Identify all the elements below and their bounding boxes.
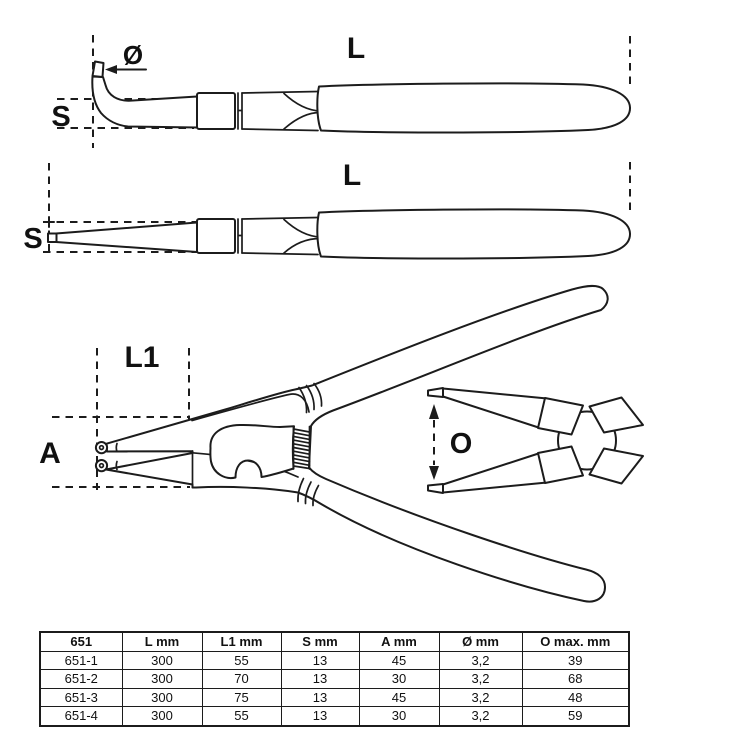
- header-opening: O max. mm: [521, 631, 630, 652]
- upper-tip-nib: [427, 387, 444, 398]
- lower-left-block: [537, 445, 584, 484]
- cell-jaw-length: 55: [201, 650, 282, 670]
- cell-diameter: 3,2: [438, 687, 523, 707]
- cell-length: 300: [121, 669, 203, 689]
- tip-insert-lines: [115, 442, 118, 471]
- cell-opening: 48: [521, 687, 630, 707]
- label-tip-width: S: [23, 223, 42, 255]
- cell-length: 300: [121, 706, 203, 726]
- lower-right-wing: [588, 447, 644, 485]
- crossing-arm-curves: [283, 92, 341, 130]
- label-tip-width: S: [51, 101, 70, 133]
- crossing-arm-curves: [283, 218, 341, 255]
- spec-table: 651 L mm L1 mm S mm A mm Ø mm O max. mm …: [39, 631, 630, 727]
- bent-tip-stub: [91, 60, 105, 78]
- joint-divider: [237, 92, 243, 130]
- header-diameter: Ø mm: [438, 631, 523, 652]
- opening-arrowhead-down: [429, 466, 439, 480]
- cell-tip-width: 13: [280, 669, 360, 689]
- pliers-technical-drawing: Ø L S L S: [23, 32, 644, 603]
- cell-length: 300: [121, 687, 203, 707]
- joint-divider: [237, 218, 243, 254]
- table-row: 651-3 300 75 13 45 3,2 48: [39, 687, 630, 707]
- label-jaw-length: L1: [124, 341, 159, 374]
- cell-tip-spread: 45: [358, 650, 440, 670]
- header-length: L mm: [121, 631, 203, 652]
- cell-opening: 68: [521, 669, 630, 689]
- header-tip-width: S mm: [280, 631, 360, 652]
- lower-tip-nib: [427, 483, 444, 494]
- handle: [316, 208, 632, 260]
- diameter-arrowhead: [105, 65, 117, 74]
- lower-jaw-tip: [94, 459, 109, 473]
- cell-tip-spread: 45: [358, 687, 440, 707]
- label-diameter: Ø: [123, 40, 143, 70]
- label-opening: O: [450, 428, 473, 460]
- label-tip-spread: A: [39, 437, 61, 470]
- label-length: L: [347, 32, 365, 65]
- open-pliers-view: L1 A: [39, 284, 609, 603]
- arm-section-lines: [241, 90, 319, 132]
- cell-tip-width: 13: [280, 650, 360, 670]
- cell-tip-spread: 30: [358, 669, 440, 689]
- upper-jaw-tip-pin: [98, 444, 105, 451]
- lower-grip-collar-lines: [297, 477, 320, 507]
- upper-right-wing: [588, 396, 644, 434]
- bent-tip-pliers-side-view: Ø L S: [51, 32, 632, 148]
- table-row: 651-1 300 55 13 45 3,2 39: [39, 650, 630, 670]
- cell-model: 651-3: [39, 687, 123, 707]
- pivot-boss: [209, 423, 295, 480]
- cell-jaw-length: 70: [201, 669, 282, 689]
- straight-jaw: [55, 221, 198, 253]
- front-opening-view: O: [427, 387, 644, 494]
- header-jaw-length: L1 mm: [201, 631, 282, 652]
- cell-model: 651-2: [39, 669, 123, 689]
- handle: [316, 82, 632, 134]
- joint-box: [196, 218, 236, 254]
- cell-tip-width: 13: [280, 687, 360, 707]
- arm-section-lines: [241, 216, 319, 256]
- cell-opening: 39: [521, 650, 630, 670]
- label-length: L: [343, 159, 361, 192]
- table-header-row: 651 L mm L1 mm S mm A mm Ø mm O max. mm: [39, 631, 630, 652]
- cell-model: 651-1: [39, 650, 123, 670]
- upper-jaw-bar: [442, 387, 548, 429]
- cell-opening: 59: [521, 706, 630, 726]
- spring: [292, 425, 311, 470]
- cell-tip-width: 13: [280, 706, 360, 726]
- cell-jaw-length: 75: [201, 687, 282, 707]
- upper-jaw-tip: [94, 441, 109, 455]
- table-row: 651-4 300 55 13 30 3,2 59: [39, 706, 630, 726]
- upper-left-block: [537, 397, 584, 436]
- header-tip-spread: A mm: [358, 631, 440, 652]
- joint-box: [196, 92, 236, 130]
- upper-grip-collar-lines: [298, 382, 323, 414]
- cell-tip-spread: 30: [358, 706, 440, 726]
- header-model: 651: [39, 631, 123, 652]
- cell-diameter: 3,2: [438, 706, 523, 726]
- table-row: 651-2 300 70 13 30 3,2 68: [39, 669, 630, 689]
- cell-jaw-length: 55: [201, 706, 282, 726]
- lower-jaw-tip-pin: [98, 462, 105, 469]
- reference-cross: [43, 216, 55, 228]
- cell-diameter: 3,2: [438, 669, 523, 689]
- cell-length: 300: [121, 650, 203, 670]
- cell-model: 651-4: [39, 706, 123, 726]
- opening-arrowhead-up: [429, 404, 439, 419]
- tip-square: [47, 232, 58, 243]
- pliers-body: [105, 284, 609, 603]
- straight-tip-pliers-side-view: L S: [23, 159, 632, 260]
- cell-diameter: 3,2: [438, 650, 523, 670]
- bent-jaw: [91, 75, 198, 129]
